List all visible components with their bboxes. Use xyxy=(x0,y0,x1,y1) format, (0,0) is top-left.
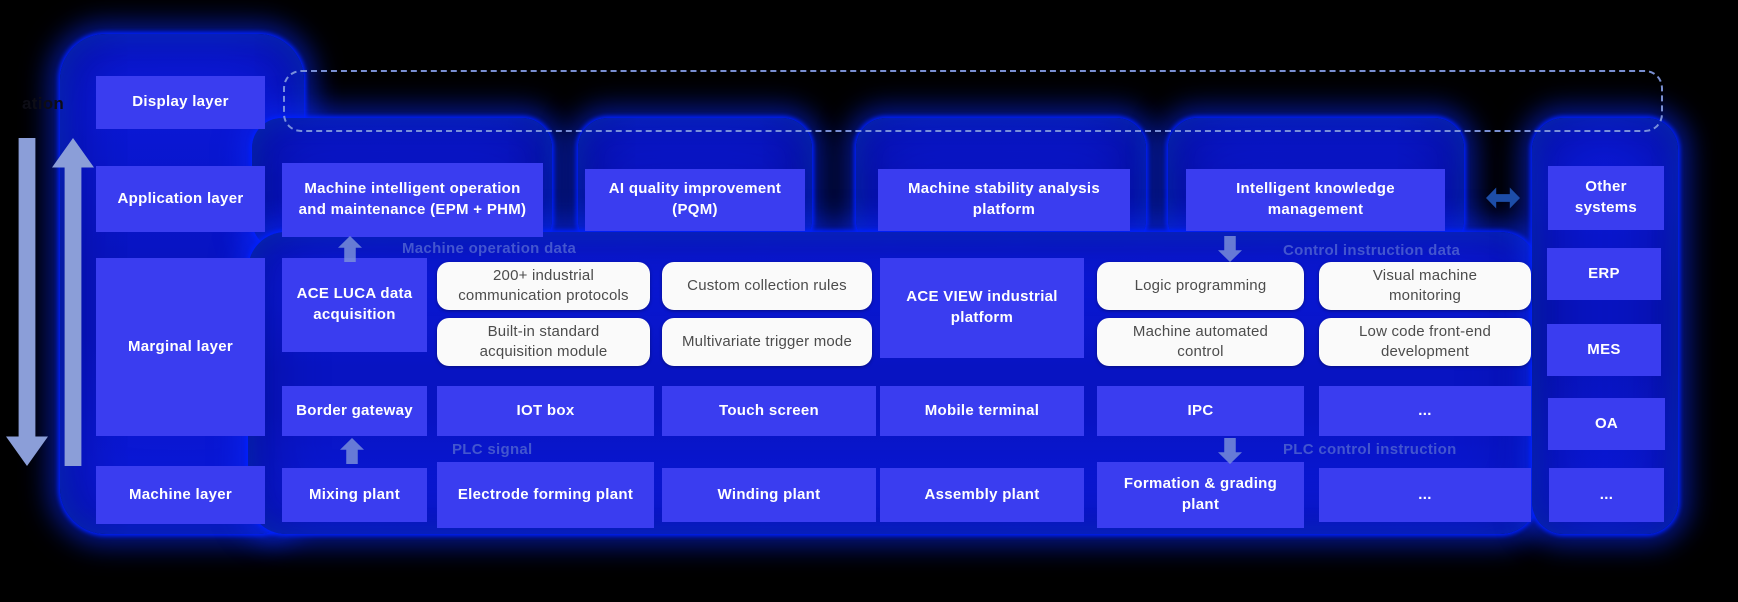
truncated-left-label: ation xyxy=(22,94,65,113)
machine-operation-data-label: Machine operation data xyxy=(402,240,577,257)
layer-marginal: Marginal layer xyxy=(96,258,265,436)
feature-visual-monitoring: Visual machine monitoring xyxy=(1319,262,1531,310)
machine-assembly-plant: Assembly plant xyxy=(880,468,1084,522)
machine-formation-plant: Formation & grading plant xyxy=(1097,462,1304,528)
bidirectional-arrow-icon xyxy=(1486,187,1520,209)
device-ipc: IPC xyxy=(1097,386,1304,436)
feature-automated-control: Machine automated control xyxy=(1097,318,1304,366)
machine-winding-plant: Winding plant xyxy=(662,468,876,522)
layer-application: Application layer xyxy=(96,166,265,232)
feature-logic-programming: Logic programming xyxy=(1097,262,1304,310)
feature-builtin-module: Built-in standard acquisition module xyxy=(437,318,650,366)
device-border-gateway: Border gateway xyxy=(282,386,427,436)
app-stability-platform: Machine stability analysis platform xyxy=(878,169,1130,231)
plc-control-instruction-label: PLC control instruction xyxy=(1283,441,1457,458)
external-erp: ERP xyxy=(1547,248,1661,300)
ace-luca-box: ACE LUCA data acquisition xyxy=(282,258,427,352)
external-other-systems: Other systems xyxy=(1548,166,1664,230)
feature-multivariate-trigger: Multivariate trigger mode xyxy=(662,318,872,366)
machine-electrode-plant: Electrode forming plant xyxy=(437,462,654,528)
feature-custom-rules: Custom collection rules xyxy=(662,262,872,310)
control-instruction-data-label: Control instruction data xyxy=(1283,242,1461,259)
machine-ellipsis: ... xyxy=(1319,468,1531,522)
app-pqm: AI quality improvement (PQM) xyxy=(585,169,805,231)
app-knowledge-management: Intelligent knowledge management xyxy=(1186,169,1445,231)
layer-machine: Machine layer xyxy=(96,466,265,524)
downward-flow-arrow-icon xyxy=(6,138,48,466)
machine-mixing-plant: Mixing plant xyxy=(282,468,427,522)
device-touch-screen: Touch screen xyxy=(662,386,876,436)
feature-lowcode-dev: Low code front-end development xyxy=(1319,318,1531,366)
external-mes: MES xyxy=(1547,324,1661,376)
external-oa: OA xyxy=(1548,398,1665,450)
ace-view-box: ACE VIEW industrial platform xyxy=(880,258,1084,358)
feature-200-protocols: 200+ industrial communication protocols xyxy=(437,262,650,310)
external-ellipsis: ... xyxy=(1549,468,1664,522)
app-epm-phm: Machine intelligent operation and mainte… xyxy=(282,163,543,237)
layer-display: Display layer xyxy=(96,76,265,129)
display-layer-dashed-connector xyxy=(283,70,1663,132)
device-iot-box: IOT box xyxy=(437,386,654,436)
plc-signal-label: PLC signal xyxy=(452,441,533,458)
device-ellipsis: ... xyxy=(1319,386,1531,436)
device-mobile-terminal: Mobile terminal xyxy=(880,386,1084,436)
